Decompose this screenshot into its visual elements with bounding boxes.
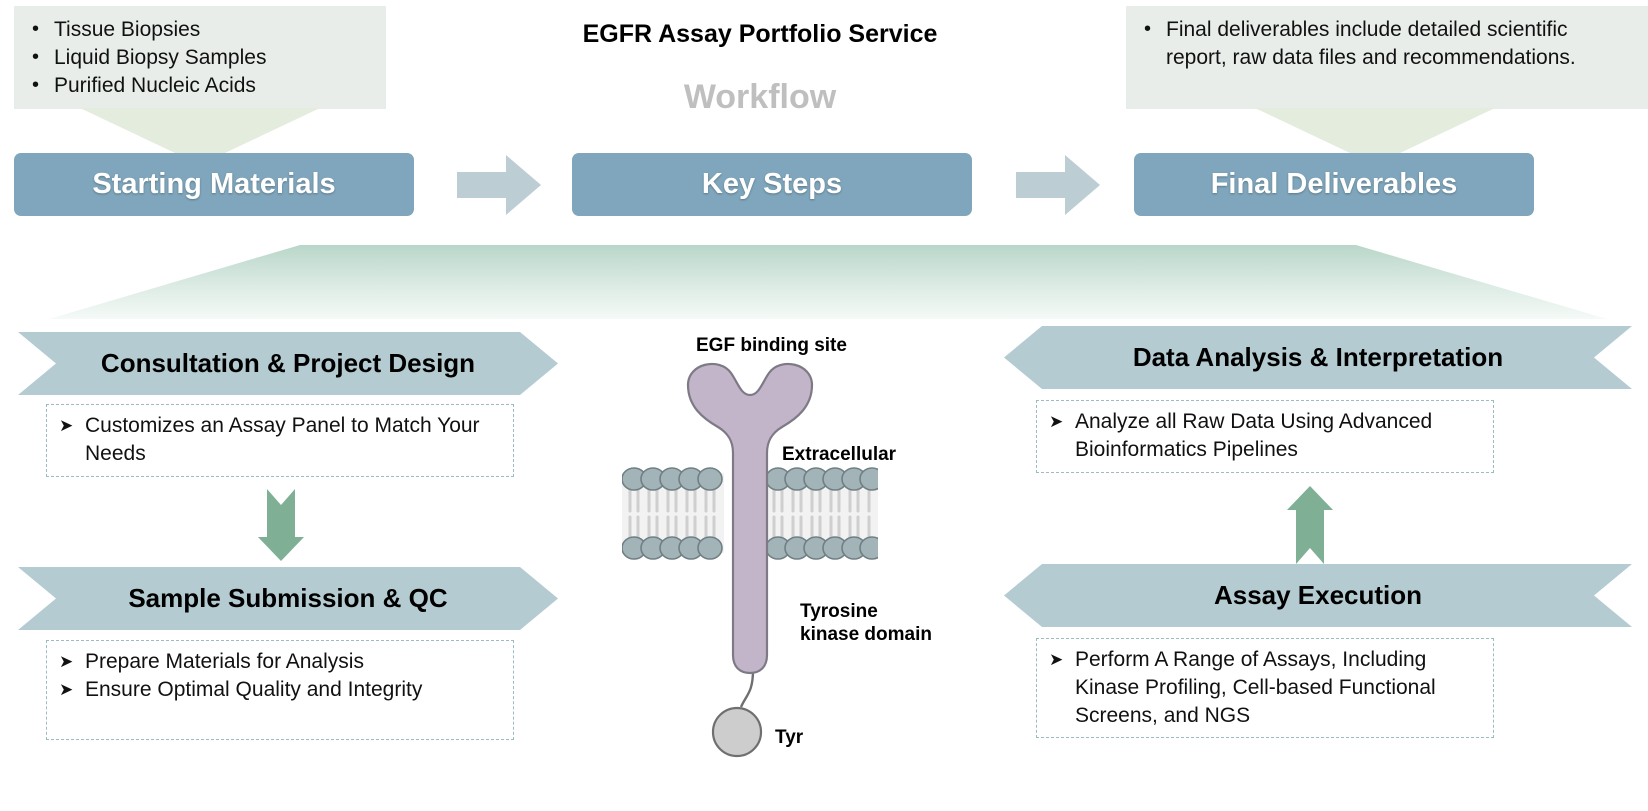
- tk-label-line1: Tyrosine: [800, 601, 878, 622]
- step-banner-label: Consultation & Project Design: [100, 348, 476, 378]
- stage-pill-key-steps[interactable]: Key Steps: [572, 153, 972, 216]
- final-deliverables-note-list: Final deliverables include detailed scie…: [1136, 15, 1634, 72]
- lipid-heads-top: [622, 467, 878, 491]
- stage-pill-label: Final Deliverables: [1210, 168, 1458, 200]
- workflow-trapezoid-connector: [49, 245, 1607, 319]
- step-banner-label: Assay Execution: [1213, 580, 1423, 610]
- list-item: Prepare Materials for Analysis: [55, 648, 505, 676]
- stage-pill-label: Starting Materials: [92, 168, 336, 200]
- starting-materials-note-list: Tissue Biopsies Liquid Biopsy Samples Pu…: [24, 15, 376, 100]
- step-details-list: Analyze all Raw Data Using Advanced Bioi…: [1045, 408, 1485, 464]
- arrow-up-icon: [1287, 486, 1333, 564]
- tyrosine-kinase-domain-label: Tyrosine kinase domain: [800, 600, 932, 646]
- list-item: Customizes an Assay Panel to Match Your …: [55, 412, 505, 468]
- step-banner-sample-submission[interactable]: Sample Submission & QC: [18, 567, 558, 630]
- stage-pill-final-deliverables[interactable]: Final Deliverables: [1134, 153, 1534, 216]
- tk-label-line2: kinase domain: [800, 624, 932, 645]
- step-banner-label: Data Analysis & Interpretation: [1132, 342, 1504, 372]
- egf-binding-site-label: EGF binding site: [696, 335, 847, 356]
- tyr-label: Tyr: [775, 727, 804, 748]
- list-item: Liquid Biopsy Samples: [24, 43, 376, 72]
- starting-materials-note: Tissue Biopsies Liquid Biopsy Samples Pu…: [14, 6, 386, 109]
- egfr-receptor-membrane-figure: [622, 363, 878, 758]
- step-details-sample-submission: Prepare Materials for Analysis Ensure Op…: [46, 640, 514, 740]
- final-deliverables-note: Final deliverables include detailed scie…: [1126, 6, 1648, 109]
- step-details-list: Customizes an Assay Panel to Match Your …: [55, 412, 505, 468]
- tyr-linker: [739, 669, 755, 708]
- step-details-assay-execution: Perform A Range of Assays, Including Kin…: [1036, 638, 1494, 738]
- list-item: Perform A Range of Assays, Including Kin…: [1045, 646, 1485, 730]
- step-details-consultation: Customizes an Assay Panel to Match Your …: [46, 404, 514, 477]
- step-banner-data-analysis[interactable]: Data Analysis & Interpretation: [1004, 326, 1632, 389]
- arrow-down-icon: [258, 489, 304, 561]
- arrow-right-icon-2: [1016, 155, 1100, 215]
- stage-pill-starting-materials[interactable]: Starting Materials: [14, 153, 414, 216]
- step-details-list: Perform A Range of Assays, Including Kin…: [1045, 646, 1485, 730]
- page-title: EGFR Assay Portfolio Service: [582, 20, 938, 48]
- egfr-receptor-body: [686, 363, 814, 675]
- starting-materials-note-pointer: [80, 108, 320, 153]
- stage-pill-label: Key Steps: [701, 168, 843, 200]
- arrow-right-icon-1: [457, 155, 541, 215]
- list-item: Final deliverables include detailed scie…: [1136, 15, 1634, 72]
- lipid-heads-bottom: [622, 536, 878, 560]
- step-banner-consultation[interactable]: Consultation & Project Design: [18, 332, 558, 395]
- list-item: Tissue Biopsies: [24, 15, 376, 44]
- list-item: Analyze all Raw Data Using Advanced Bioi…: [1045, 408, 1485, 464]
- list-item: Ensure Optimal Quality and Integrity: [55, 676, 505, 704]
- final-deliverables-note-pointer: [1255, 108, 1495, 153]
- tyr-residue: [711, 706, 763, 758]
- page-subtitle: Workflow: [683, 78, 837, 116]
- list-item: Purified Nucleic Acids: [24, 71, 376, 100]
- step-details-data-analysis: Analyze all Raw Data Using Advanced Bioi…: [1036, 400, 1494, 473]
- step-banner-label: Sample Submission & QC: [128, 583, 448, 613]
- extracellular-label: Extracellular: [782, 444, 897, 465]
- step-details-list: Prepare Materials for Analysis Ensure Op…: [55, 648, 505, 704]
- step-banner-assay-execution[interactable]: Assay Execution: [1004, 564, 1632, 627]
